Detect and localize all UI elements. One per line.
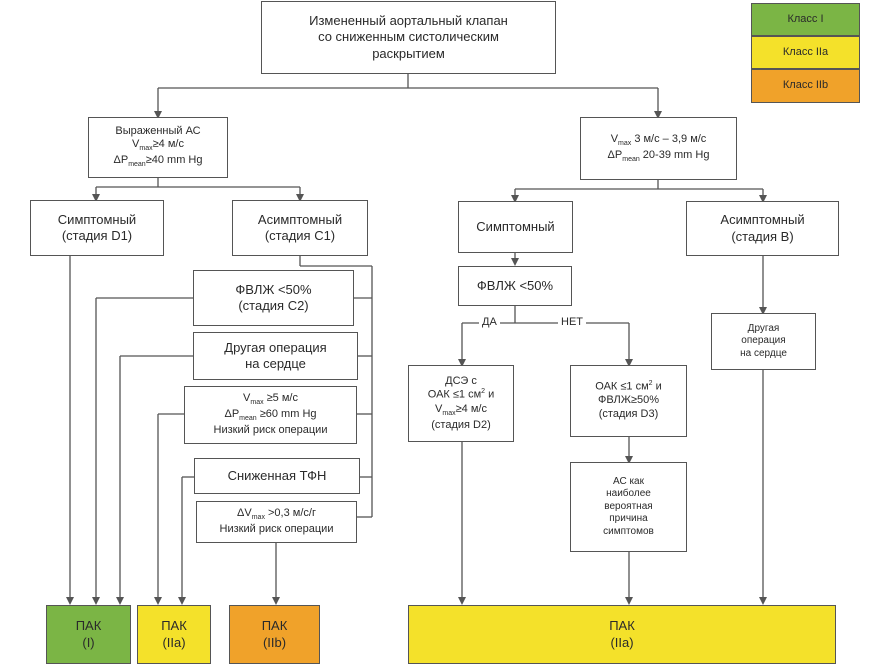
root-node: Измененный аортальный клапан со сниженны… [261, 1, 556, 74]
symptomatic-d1-line1: Симптомный [57, 211, 137, 227]
severe-as-vmax: Vmax≥4 м/с [132, 138, 184, 153]
legend-class-iia-label: Класс IIa [782, 45, 829, 58]
dse-vmax: Vmax≥4 м/с [435, 402, 487, 417]
other-surgery-left-line1: Другая операция [224, 339, 327, 355]
outcome-avr-i-line1: ПАК [75, 618, 102, 634]
root-line2: со сниженным систолическим [318, 29, 499, 45]
symptomatic-d1-line2: (стадия D1) [61, 228, 133, 243]
d3-node: ОАК ≤1 см2 и ФВЛЖ≥50% (стадия D3) [570, 365, 687, 437]
asymptomatic-c1-line2: (стадия C1) [264, 228, 336, 243]
other-surgery-right-line2: операция [741, 335, 786, 347]
vmax5-dp: ΔPmean ≥60 mm Hg [224, 408, 317, 423]
outcome-avr-iia-left: ПАК (IIa) [137, 605, 211, 664]
outcome-avr-iia-right: ПАК (IIa) [408, 605, 836, 664]
as-cause-node: АС как наиболее вероятная причина симпто… [570, 462, 687, 552]
outcome-avr-i-line2: (I) [82, 634, 95, 650]
legend-class-i: Класс I [751, 3, 860, 36]
symptomatic-right-line1: Симптомный [476, 218, 555, 234]
severe-as-dp: ΔPmean≥40 mm Hg [113, 154, 203, 169]
lvef-right-line1: ФВЛЖ <50% [476, 277, 554, 293]
as-cause-line5: симптомов [603, 525, 654, 537]
dvmax-line1: ΔVmax >0,3 м/с/г [237, 507, 316, 522]
other-surgery-right-line3: на сердце [740, 347, 787, 359]
d3-lvef: ФВЛЖ≥50% [597, 394, 659, 407]
dse-d2-node: ДСЭ с ОАК ≤1 см2 и Vmax≥4 м/с (стадия D2… [408, 365, 514, 442]
moderate-as-vmax: Vmax 3 м/с – 3,9 м/с [610, 132, 707, 147]
moderate-as-node: Vmax 3 м/с – 3,9 м/с ΔPmean 20-39 mm Hg [580, 117, 737, 180]
as-cause-line1: АС как [613, 475, 644, 487]
vmax5-risk: Низкий риск операции [213, 424, 328, 437]
symptomatic-d1-node: Симптомный (стадия D1) [30, 200, 164, 256]
vmax5-node: Vmax ≥5 м/с ΔPmean ≥60 mm Hg Низкий риск… [184, 386, 357, 444]
d3-ava: ОАК ≤1 см2 и [595, 380, 662, 393]
asymptomatic-c1-node: Асимптомный (стадия C1) [232, 200, 368, 256]
outcome-avr-iib: ПАК (IIb) [229, 605, 320, 664]
branch-no-label: НЕТ [558, 316, 586, 328]
outcome-avr-i: ПАК (I) [46, 605, 131, 664]
reduced-ett-line1: Сниженная ТФН [227, 467, 327, 483]
root-line3: раскрытием [372, 45, 445, 61]
asymptomatic-b-line2: (стадия B) [731, 228, 794, 244]
legend-class-iib: Класс IIb [751, 69, 860, 103]
d3-stage: (стадия D3) [598, 408, 659, 421]
lvef-c2-line2: (стадия C2) [238, 298, 309, 313]
lvef-c2-node: ФВЛЖ <50% (стадия C2) [193, 270, 354, 326]
legend-class-i-label: Класс I [787, 12, 824, 25]
outcome-avr-iib-line2: (IIb) [262, 634, 287, 650]
dse-line1: ДСЭ с [445, 374, 477, 387]
other-surgery-right-line1: Другая [747, 322, 780, 334]
dvmax-line2: Низкий риск операции [219, 523, 334, 536]
reduced-ett-node: Сниженная ТФН [194, 458, 360, 494]
vmax5-vmax: Vmax ≥5 м/с [243, 392, 298, 407]
outcome-avr-iia-right-line1: ПАК [609, 618, 635, 634]
other-surgery-left-line2: на сердце [245, 356, 306, 371]
outcome-avr-iia-right-line2: (IIa) [610, 634, 634, 650]
dse-ava: ОАК ≤1 см2 и [427, 388, 495, 401]
lvef-right-node: ФВЛЖ <50% [458, 266, 572, 306]
outcome-avr-iib-line1: ПАК [261, 618, 288, 634]
moderate-as-dp: ΔPmean 20-39 mm Hg [607, 148, 710, 163]
outcome-avr-iia-left-line2: (IIa) [162, 634, 186, 650]
asymptomatic-b-line1: Асимптомный [720, 212, 805, 228]
root-line1: Измененный аортальный клапан [309, 13, 508, 29]
legend-class-iib-label: Класс IIb [782, 79, 829, 92]
legend-class-iia: Класс IIa [751, 36, 860, 69]
severe-as-title: Выраженный АС [115, 124, 201, 137]
severe-as-node: Выраженный АС Vmax≥4 м/с ΔPmean≥40 mm Hg [88, 117, 228, 178]
symptomatic-right-node: Симптомный [458, 201, 573, 253]
asymptomatic-c1-line1: Асимптомный [257, 211, 343, 227]
dvmax-node: ΔVmax >0,3 м/с/г Низкий риск операции [196, 501, 357, 543]
as-cause-line2: наиболее [606, 488, 651, 500]
dse-stage: (стадия D2) [431, 418, 491, 431]
other-surgery-right-node: Другая операция на сердце [711, 313, 816, 370]
outcome-avr-iia-left-line1: ПАК [161, 618, 187, 634]
lvef-c2-line1: ФВЛЖ <50% [235, 281, 312, 297]
as-cause-line4: причина [609, 513, 648, 525]
as-cause-line3: вероятная [604, 500, 653, 512]
branch-yes-label: ДА [479, 316, 500, 328]
other-surgery-left-node: Другая операция на сердце [193, 332, 358, 380]
asymptomatic-b-node: Асимптомный (стадия B) [686, 201, 839, 256]
